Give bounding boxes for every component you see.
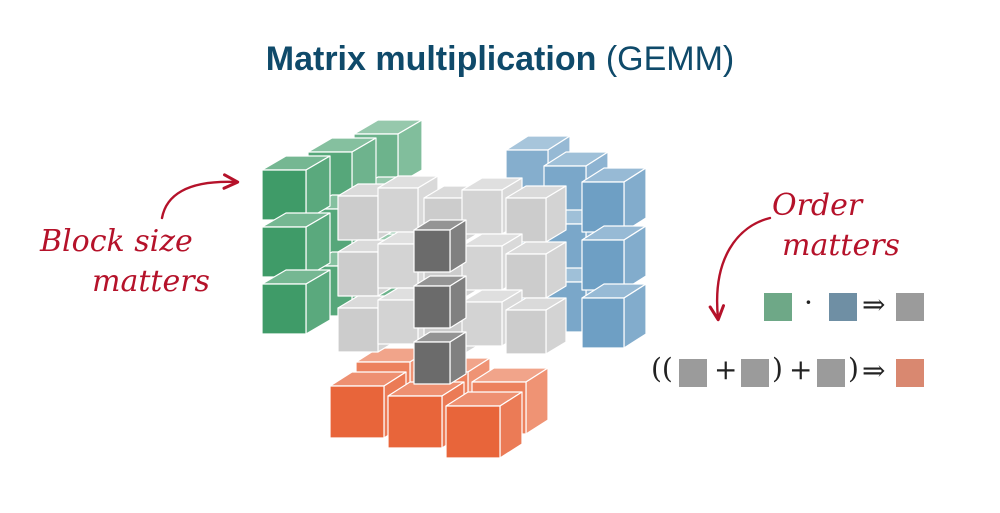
eq-close-paren-1: ) [772, 352, 783, 385]
order-line-2: matters [782, 228, 900, 263]
block-size-line-2: matters [92, 264, 210, 299]
gray-cube [461, 289, 523, 347]
eq-open-parens: (( [651, 352, 673, 385]
order-arrow [708, 216, 772, 322]
title-paren: (GEMM) [605, 40, 735, 78]
green-cube [261, 269, 331, 335]
eq-square-result [896, 359, 924, 387]
eq-square-p1 [679, 359, 707, 387]
eq-close-paren-2: ) [848, 352, 859, 385]
page-title: Matrix multiplication (GEMM) [0, 40, 1000, 79]
gray-cube [505, 185, 567, 243]
eq-square-p2 [741, 359, 769, 387]
order-annotation: Order matters [772, 186, 900, 266]
blue-cube [581, 225, 647, 291]
dark-gray-cube [413, 219, 467, 273]
eq-dot: · [804, 286, 813, 319]
gray-cube [505, 241, 567, 299]
block-size-line-1: Block size [40, 224, 193, 259]
order-line-1: Order [772, 188, 863, 223]
eq-implies-1: ⇒ [862, 288, 886, 321]
highlighted-product-cubes [413, 219, 467, 385]
green-cube [261, 212, 331, 278]
blue-cube [581, 283, 647, 349]
orange-cube [445, 391, 523, 459]
eq-square-a [764, 293, 792, 321]
block-size-arrow [160, 173, 240, 220]
eq-square-ab [896, 293, 924, 321]
green-cube [261, 155, 331, 221]
eq-square-b [829, 293, 857, 321]
dark-gray-cube [413, 331, 467, 385]
block-size-annotation: Block size matters [40, 222, 210, 302]
title-main: Matrix multiplication [265, 40, 597, 78]
blue-cube [581, 167, 647, 233]
dark-gray-cube [413, 275, 467, 329]
eq-implies-2: ⇒ [862, 354, 886, 387]
eq-square-p3 [817, 359, 845, 387]
eq-plus-1: + [714, 353, 738, 386]
eq-plus-2: + [789, 353, 813, 386]
gray-cube [505, 297, 567, 355]
